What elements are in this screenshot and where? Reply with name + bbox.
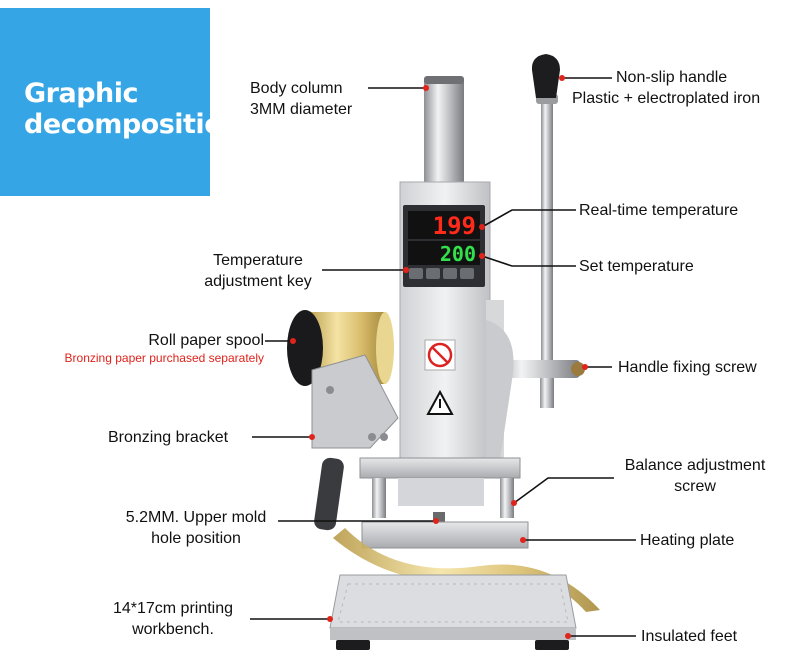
callout-balance-screw-line1: Balance adjustment [624,457,766,474]
callout-upper-mold-line1: 5.2MM. Upper mold [125,509,267,526]
callout-set-temp: Set temperature [579,258,694,275]
hot-surface-warning-icon [426,389,454,415]
callout-handle-line1: Non-slip handle [616,69,728,86]
realtime-temp-display: 199 [433,212,476,240]
mold-assembly [359,457,521,532]
printing-workbench [329,574,577,640]
callout-temp-key-line2: adjustment key [204,273,312,290]
callout-balance-screw: Balance adjustment screw [612,455,778,497]
handle [490,54,585,408]
callout-handle: Non-slip handle Plastic + electroplated … [572,67,760,109]
callout-feet: Insulated feet [641,628,738,645]
callout-heating-plate: Heating plate [640,532,735,549]
leader-balance-screw [513,477,614,504]
callout-upper-mold: 5.2MM. Upper mold hole position [118,507,274,549]
callout-upper-mold-line2: hole position [151,530,241,547]
heating-plate [361,521,529,549]
callout-temp-key-line1: Temperature [213,252,303,269]
foil-strip [333,528,600,612]
control-panel: 199 200 [403,205,485,287]
no-touch-hand-icon [424,339,456,371]
leader-set-temp [481,255,576,267]
callout-balance-screw-line2: screw [674,478,716,495]
callout-bronzing-bracket: Bronzing bracket [108,429,229,446]
callout-workbench-line1: 14*17cm printing [112,600,234,617]
title-line-2: decomposition [24,109,241,140]
insulated-feet [336,640,569,650]
bronzing-bracket [311,354,399,531]
callout-body-column-line2: 3MM diameter [250,101,353,118]
title-line-1: Graphic [24,78,139,109]
callout-realtime-temp: Real-time temperature [579,202,739,219]
set-temp-display: 200 [440,242,476,266]
leader-realtime-temp [481,209,576,228]
callout-handle-line2: Plastic + electroplated iron [572,90,761,107]
temp-adjust-keys [403,267,474,279]
callout-roll-spool-line1: Roll paper spool [148,332,264,349]
leader-dots [290,75,588,639]
callout-roll-spool-note: Bronzing paper purchased separately [64,351,264,365]
callout-workbench-line2: workbench. [132,621,214,638]
callout-handle-screw: Handle fixing screw [618,359,757,376]
title-badge: Graphic decomposition [0,8,241,196]
callout-body-column: Body column 3MM diameter [250,78,352,120]
leader-lines [250,77,636,637]
body-column [424,76,464,188]
callout-workbench: 14*17cm printing workbench. [100,598,246,640]
callout-temp-key: Temperature adjustment key [196,250,320,292]
callout-body-column-line1: Body column [250,80,343,97]
title-text: Graphic decomposition [24,78,241,140]
callout-roll-spool: Roll paper spool Bronzing paper purchase… [40,330,264,366]
